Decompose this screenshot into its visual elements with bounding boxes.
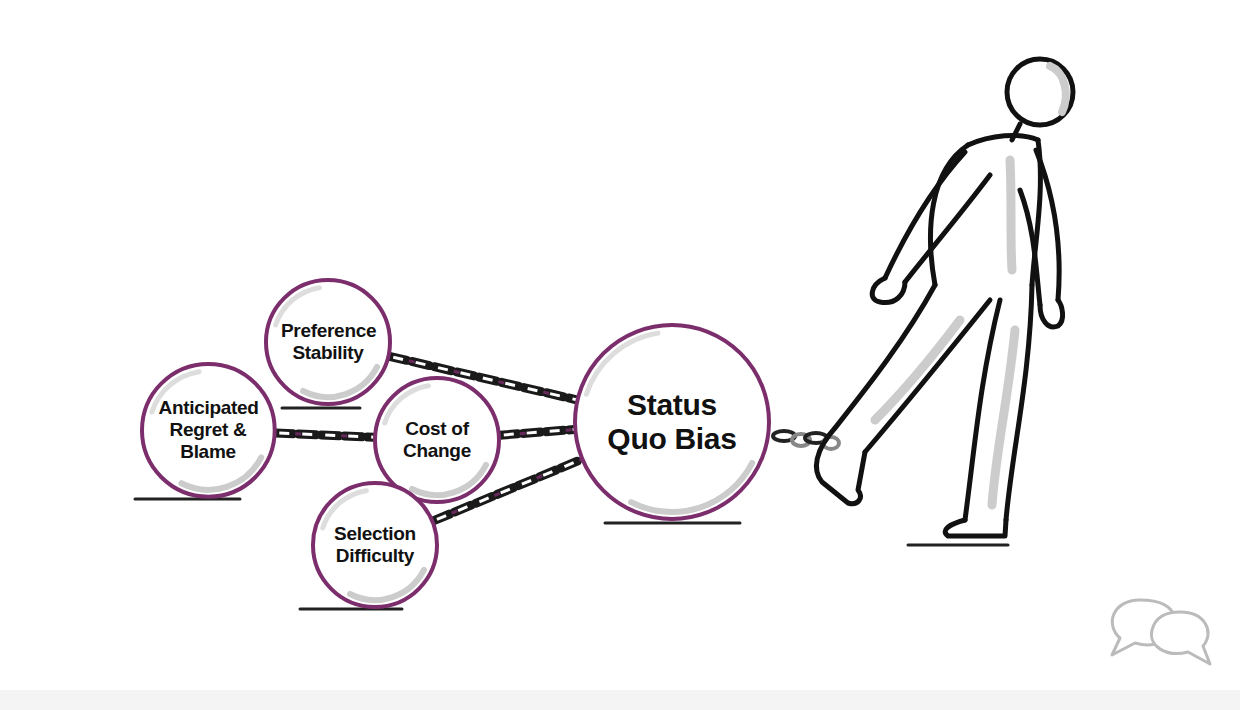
ball-label: Cost of Change [390,418,484,462]
ball-label: Anticipated Regret & Blame [158,397,257,463]
chain-connector [275,433,374,437]
ball-node: Selection Difficulty [310,480,440,610]
chain-connector [500,429,574,435]
bottom-band [0,690,1240,710]
ball-node: Status Quo Bias [572,322,772,522]
walking-person [816,59,1073,536]
logo-bubbles [1112,600,1210,664]
ball-label: Preference Stability [281,320,375,364]
person-shadow [908,544,1008,547]
ball-label: Selection Difficulty [328,523,422,567]
ball-label: Status Quo Bias [600,388,745,457]
ball-node: Preference Stability [263,277,393,407]
ball-node: Anticipated Regret & Blame [139,361,278,500]
